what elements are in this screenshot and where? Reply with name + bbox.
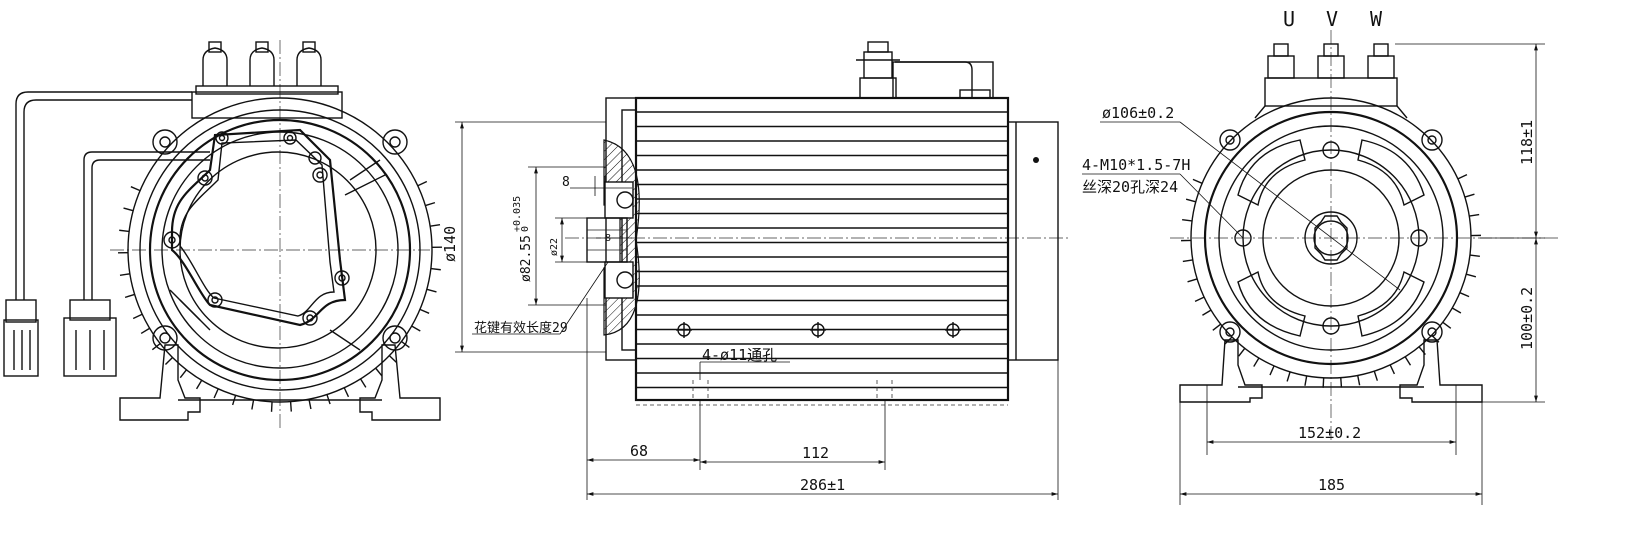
dim-112: 112 [802, 444, 829, 462]
dim-phi82-tol-lower: 0 [520, 226, 531, 232]
fin-line [1194, 296, 1205, 303]
dim-phi82: ø82.55 [519, 235, 534, 282]
fin-line [1238, 347, 1246, 357]
terminal-w: W [1370, 7, 1383, 31]
fin-line [119, 229, 130, 233]
fin-line [270, 401, 273, 412]
fin-line [1457, 173, 1468, 180]
fin-line [164, 356, 174, 366]
dim-thread-spec: 4-M10*1.5-7H [1082, 156, 1190, 174]
dim-spline-length: 花键有效长度29 [474, 320, 568, 336]
fin-line [1253, 357, 1260, 367]
fin-line [1389, 364, 1396, 375]
fin-line [1373, 370, 1379, 381]
front-end-view: U V W ø106±0.2 4-M10*1.5-7H 丝深20孔深24 118… [1082, 7, 1560, 505]
fin-line [1187, 278, 1198, 283]
fin-line [308, 399, 312, 410]
fin-line [417, 180, 428, 187]
fin-line [1442, 321, 1452, 329]
fin-line [140, 327, 151, 335]
rear-end-view [3, 40, 442, 430]
dim-8-top: 8 [562, 175, 570, 190]
fin-line [375, 367, 383, 377]
fin-line [132, 313, 143, 320]
fin-line [1469, 254, 1480, 257]
terminal-posts-right [1267, 43, 1395, 79]
fin-line [1212, 323, 1222, 331]
fin-line [1202, 309, 1212, 316]
fin-line [411, 325, 421, 332]
dim-286: 286±1 [800, 476, 845, 494]
fin-line [388, 355, 398, 364]
fin-line [1224, 336, 1233, 345]
dim-68: 68 [630, 442, 648, 460]
dim-phi106: ø106±0.2 [1102, 104, 1174, 122]
fin-line [130, 186, 141, 192]
fin-line [1418, 346, 1426, 356]
fin-line [231, 395, 237, 406]
fin-line [1340, 377, 1343, 388]
dim-8-mid: 8 [605, 233, 611, 244]
fin-line [1269, 365, 1275, 376]
body-fin-lines [636, 111, 1008, 389]
fin-line [179, 369, 187, 379]
fin-line [1185, 198, 1196, 203]
fin-line [425, 201, 436, 207]
dim-phi22: ø22 [549, 238, 560, 256]
fin-line [1451, 307, 1462, 314]
terminal-v: V [1326, 7, 1338, 31]
dim-holes-through: 4-ø11通孔 [702, 346, 777, 364]
fin-line [1192, 178, 1203, 184]
side-view: ø140 ø82.55 +0.035 0 ø22 8 8 花键有效长度29 4-… [441, 41, 1070, 500]
terminal-posts-left [202, 41, 322, 86]
fin-line [1182, 259, 1193, 263]
dim-width185: 185 [1318, 476, 1345, 494]
dim-height100: 100±0.2 [1518, 287, 1536, 350]
fin-line [1286, 371, 1291, 382]
fin-line [430, 223, 441, 227]
fin-line [1469, 213, 1480, 217]
fin-line [1182, 219, 1193, 222]
dim-thread-depth: 丝深20孔深24 [1082, 178, 1178, 196]
fin-line [124, 293, 135, 299]
cooling-fins [118, 180, 442, 412]
fin-line [213, 388, 219, 399]
fin-line [1322, 377, 1325, 388]
fin-line [426, 288, 437, 293]
fin-line [1357, 375, 1361, 386]
fin-line [1466, 273, 1477, 278]
fin-line [119, 273, 130, 277]
fin-line [419, 308, 430, 314]
cooling-fins-right [1181, 173, 1481, 388]
terminal-u: U [1283, 7, 1295, 31]
fin-line [1404, 356, 1412, 366]
fin-line [359, 378, 367, 388]
fin-line [123, 207, 134, 212]
side-mount-holes [676, 322, 961, 338]
fin-line [251, 399, 255, 410]
fin-line [343, 387, 350, 398]
fin-line [1459, 292, 1470, 298]
fin-line [289, 401, 292, 412]
dim-width152: 152±0.2 [1298, 424, 1361, 442]
fin-line [1464, 193, 1475, 198]
fin-line [1304, 375, 1308, 386]
fin-line [326, 394, 331, 405]
dim-phi82-tol-upper: +0.035 [512, 196, 523, 232]
fin-line [195, 379, 203, 390]
dim-height118: 118±1 [1518, 120, 1536, 165]
fin-line [430, 267, 441, 271]
dim-phi140: ø140 [441, 226, 459, 262]
